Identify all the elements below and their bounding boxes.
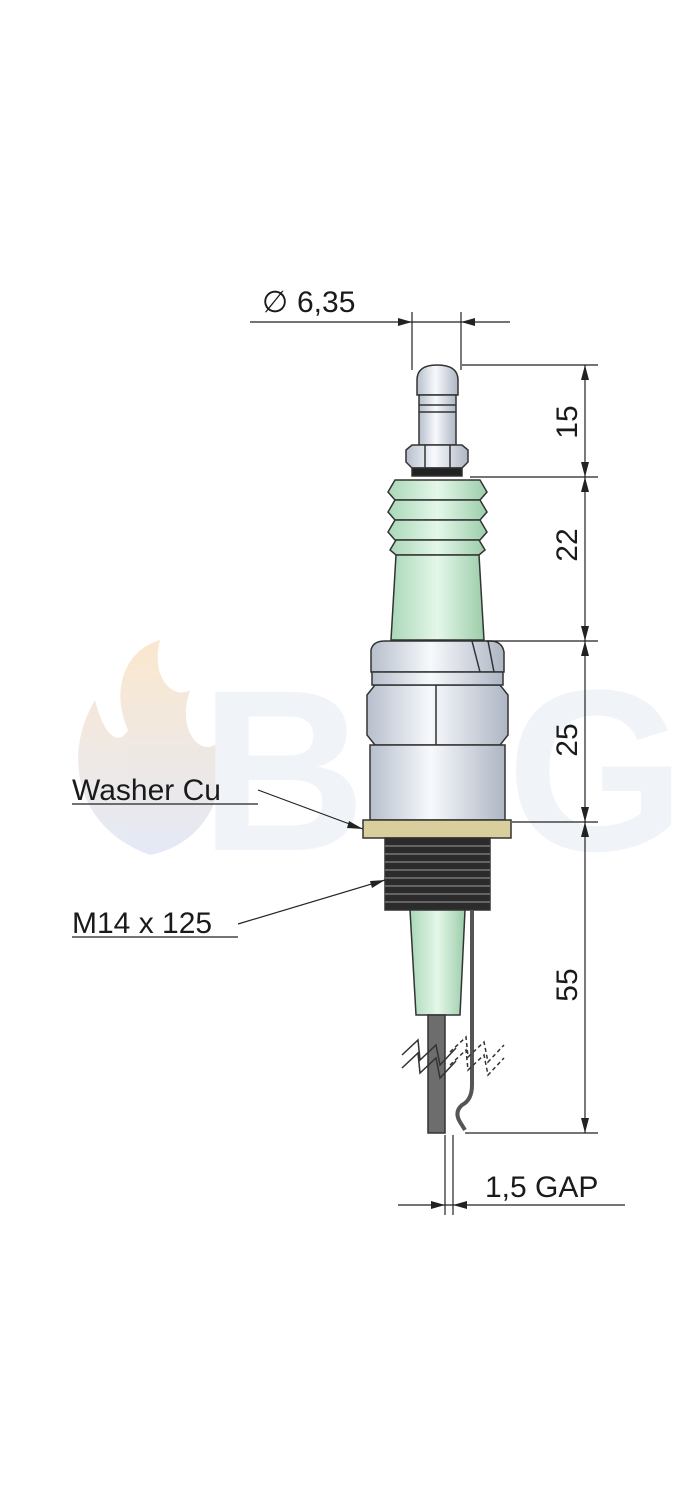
dimension-25: 25 [551, 723, 584, 756]
diameter-value: 6,35 [297, 286, 355, 319]
thread-callout: M14 x 125 [72, 907, 212, 940]
callout-leaders [72, 789, 386, 938]
washer-callout: Washer Cu [72, 774, 221, 807]
dimension-55: 55 [551, 968, 584, 1001]
terminal-nut [405, 444, 469, 469]
terminal-stem [418, 394, 457, 446]
insulator-lower [409, 909, 466, 1016]
dimension-lines [250, 312, 625, 1215]
diameter-label: ∅ 6,35 [262, 286, 355, 319]
terminal-tip [416, 364, 459, 396]
insulator-ribbed [387, 479, 488, 641]
washer [362, 819, 512, 839]
break-symbol [401, 1035, 505, 1080]
gap-label: 1,5 GAP [485, 1171, 598, 1204]
insulator-collar [370, 640, 505, 673]
hex-body [366, 684, 509, 746]
dimension-15: 15 [551, 405, 584, 438]
ground-electrode [455, 910, 474, 1132]
flame-icon [78, 640, 222, 855]
metal-body [369, 744, 506, 821]
center-electrode [427, 1014, 446, 1134]
thread-section [384, 837, 491, 911]
electrode-part [362, 364, 512, 1134]
dimension-22: 22 [551, 528, 584, 561]
diameter-symbol: ∅ [262, 286, 288, 319]
